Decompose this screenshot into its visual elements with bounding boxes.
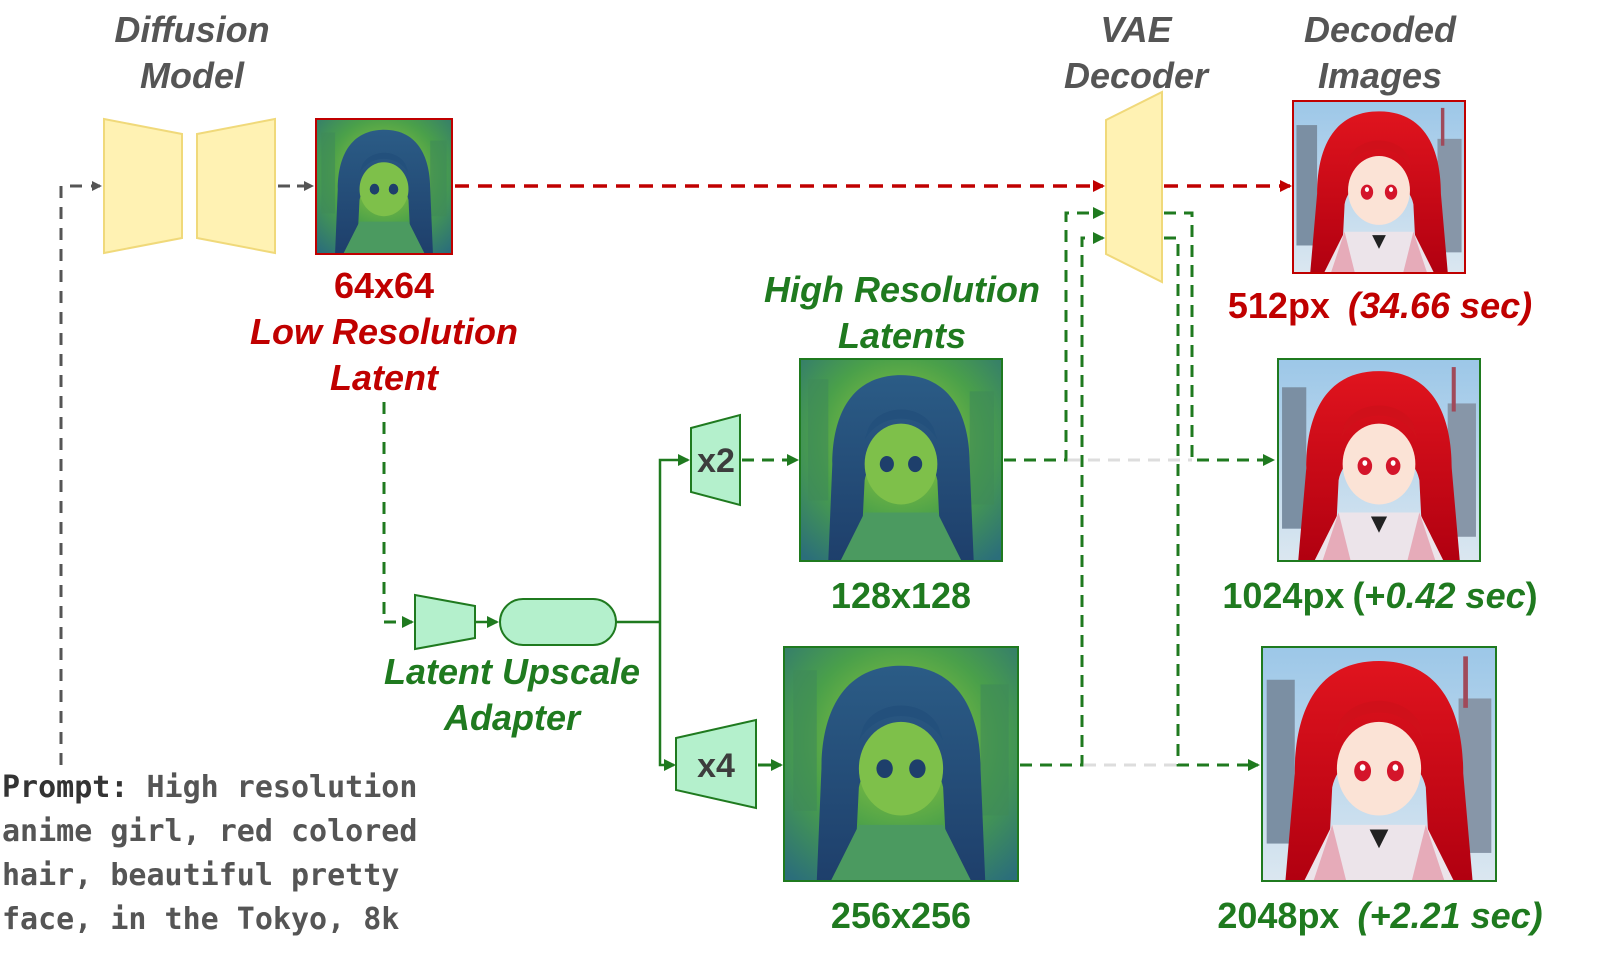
x2-upscale-block <box>690 413 741 507</box>
latent-128-to-vae-line <box>1004 207 1105 462</box>
latent-256-size-label: 256x256 <box>831 895 971 936</box>
vae-decoder-title-line2: Decoder <box>1064 55 1210 96</box>
unet-encoder-shape <box>103 117 183 255</box>
prompt-flow-line <box>59 181 102 765</box>
split-to-x4-arrow <box>658 622 676 771</box>
output-1024-label: 1024px(+0.42 sec) <box>1222 575 1537 616</box>
low-res-title-line2: Latent <box>330 357 440 398</box>
vae-to-1024-line <box>1164 211 1275 466</box>
low-res-latent-image <box>315 118 453 255</box>
x4-label: x4 <box>697 747 735 785</box>
vae-decoder-title: VAE <box>1100 9 1172 50</box>
diffusion-model-title-line2: Model <box>140 55 245 96</box>
high-res-title-line2: Latents <box>838 315 966 356</box>
prompt-text: High resolution anime girl, red colored … <box>2 770 418 937</box>
prompt-label: Prompt: <box>2 770 129 805</box>
vae-to-2048-line <box>1164 236 1260 771</box>
decoded-image-2048 <box>1261 646 1497 882</box>
high-res-title: High Resolution <box>764 269 1040 310</box>
decoded-image-512 <box>1292 100 1466 274</box>
diffusion-model-title: Diffusion <box>114 9 269 50</box>
latent-to-adapter-line <box>382 402 414 628</box>
adapter-title-line2: Adapter <box>443 697 582 738</box>
unet-decoder-shape <box>196 117 276 255</box>
latent-256-to-vae-line <box>1020 232 1105 767</box>
decoded-images-title-line2: Images <box>1318 55 1442 96</box>
adapter-trapezoid <box>414 593 476 651</box>
latent-image-128 <box>799 358 1003 562</box>
latent-image-256 <box>783 646 1019 882</box>
output-512-label: 512px (34.66 sec) <box>1228 285 1532 326</box>
low-res-title: Low Resolution <box>250 311 518 352</box>
low-res-size-label: 64x64 <box>334 265 434 306</box>
prompt-text-block: Prompt: High resolution anime girl, red … <box>2 766 472 942</box>
output-2048-label: 2048px (+2.21 sec) <box>1217 895 1542 936</box>
decoded-images-title: Decoded <box>1304 9 1457 50</box>
decoded-image-1024 <box>1277 358 1481 562</box>
latent-128-size-label: 128x128 <box>831 575 971 616</box>
adapter-block <box>499 598 617 646</box>
x4-upscale-block <box>675 718 757 810</box>
vae-decoder-shape <box>1105 90 1163 284</box>
split-to-x2-arrow <box>658 454 690 622</box>
x2-label: x2 <box>697 442 735 480</box>
adapter-title: Latent Upscale <box>384 651 640 692</box>
